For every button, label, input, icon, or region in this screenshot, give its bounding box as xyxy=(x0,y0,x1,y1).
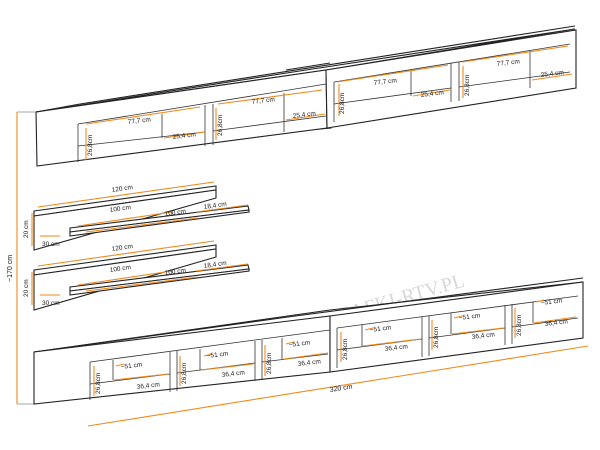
top-cabinet-front-left xyxy=(35,69,328,167)
top-section-width-4: 25,4 cm xyxy=(540,69,564,79)
shelf2-width: 120 cm xyxy=(111,243,133,253)
top-cabinet-row: 77,7 cm 25,4 cm 26,8cm 77,7 cm 25,4 cm 2… xyxy=(34,25,577,167)
bottom-height-6: 26,8cm xyxy=(516,315,523,336)
bottom-cabinet-row: ~51 cm 36,4 cm 26,8cm ~51 cm 36,4 cm 26,… xyxy=(33,277,589,427)
top-section-width-1: 25,4 cm xyxy=(172,131,196,141)
bottom-height-3: 26,8cm xyxy=(266,353,273,374)
bottom-height-5: 26,8cm xyxy=(433,327,440,348)
top-height-4: 26,8cm xyxy=(464,75,471,96)
floating-shelf-1: 120 cm 100 cm 100 cm 18,4 cm 20 cm 30 cm xyxy=(23,181,250,251)
bottom-width-5: 36,4 cm xyxy=(471,331,495,341)
total-height-indicator: ~170 cm xyxy=(7,111,36,405)
shelf1-bottom: 30 cm xyxy=(42,241,60,248)
bottom-depth-5: ~51 cm xyxy=(458,312,480,322)
bottom-width-6: 36,4 cm xyxy=(544,318,568,328)
bottom-width-4: 36,4 cm xyxy=(384,343,408,353)
shelf1-width: 120 cm xyxy=(111,184,133,194)
shelf2-height: 20 cm xyxy=(23,279,30,297)
top-section-width-2: 25,4 cm xyxy=(292,110,316,120)
total-height-label: ~170 cm xyxy=(7,255,14,282)
floating-shelf-2: 120 cm 100 cm 100 cm 18,4 cm 20 cm 30 cm xyxy=(23,240,250,311)
top-section-width-3: 25,4 cm xyxy=(420,89,444,99)
shelf2-inner-width-2: 100 cm xyxy=(164,267,186,277)
shelf2-depth: 18,4 cm xyxy=(203,260,227,270)
shelf1-height: 20 cm xyxy=(23,220,30,238)
shelf1-depth: 18,4 cm xyxy=(203,201,227,211)
top-height-1: 26,8cm xyxy=(87,135,94,156)
shelf2-bottom: 30 cm xyxy=(42,300,60,307)
shelf1-inner-width: 100 cm xyxy=(109,204,131,214)
top-inner-width-4: 77,7 cm xyxy=(496,58,520,68)
bottom-height-2: 26,8cm xyxy=(181,363,188,384)
bottom-depth-2: ~51 cm xyxy=(206,350,228,360)
bottom-depth-6: ~51 cm xyxy=(540,297,562,307)
shelf2-inner-width: 100 cm xyxy=(109,264,131,274)
bottom-depth-1: ~51 cm xyxy=(120,361,142,371)
top-inner-width-2: 77,7 cm xyxy=(251,96,275,106)
shelf1-inner-width-2: 100 cm xyxy=(164,208,186,218)
bottom-width-3: 36,4 cm xyxy=(297,358,321,368)
bottom-depth-3: ~51 cm xyxy=(288,339,310,349)
total-width-label: 320 cm xyxy=(329,383,353,394)
top-inner-width-1: 77,7 cm xyxy=(127,116,151,126)
bottom-cabinet-front-right xyxy=(329,281,584,373)
bottom-height-1: 26,8cm xyxy=(95,373,102,394)
bottom-width-2: 36,4 cm xyxy=(221,369,245,379)
top-height-2: 26,8cm xyxy=(217,115,224,136)
bottom-cabinet-front-left xyxy=(33,315,331,405)
top-inner-width-3: 77,7 cm xyxy=(373,77,397,87)
bottom-depth-4: ~51 cm xyxy=(369,324,391,334)
bottom-height-4: 26,8cm xyxy=(342,339,349,360)
top-height-3: 26,8cm xyxy=(339,93,346,114)
bottom-width-1: 36,4 cm xyxy=(136,381,160,391)
